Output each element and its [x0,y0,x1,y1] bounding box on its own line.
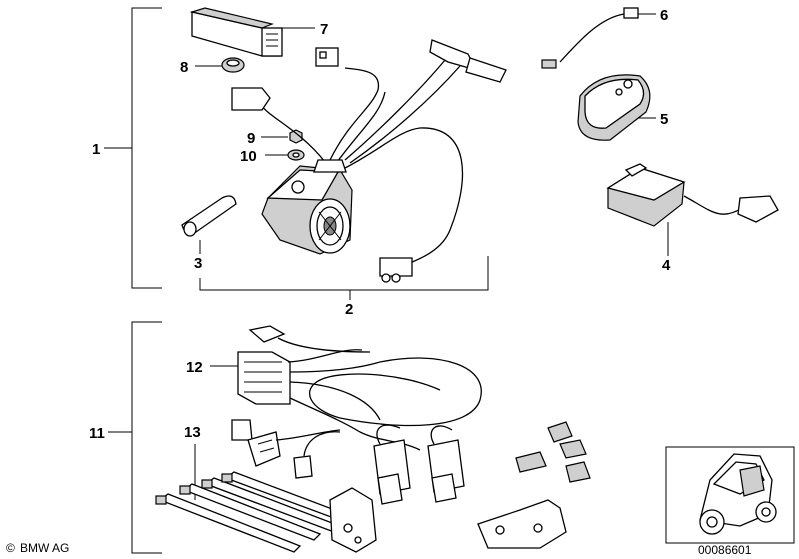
bracket-group-1 [104,7,162,289]
mounting-plate [477,499,567,549]
brand-label: BMW AG [20,541,69,555]
part-7-module [189,7,283,57]
part-2-siren-harness [231,39,507,283]
part-4-sensor [606,163,779,227]
bracket-group-2 [199,256,489,300]
label-9: 9 [247,130,255,147]
scooter-inset [665,446,795,544]
label-10: 10 [240,148,257,165]
diagram-number: 00086601 [698,543,752,557]
label-13: 13 [184,424,201,441]
label-1: 1 [92,141,100,158]
label-7: 7 [320,21,328,38]
part-13-cable-ties [155,471,358,553]
part-10-washer [287,149,305,161]
label-5: 5 [660,111,668,128]
part-9-nut [289,129,303,144]
adhesive-pads [515,421,591,483]
part-12-harness [231,325,482,505]
part-6-antenna [541,7,639,69]
part-5-remote [577,74,651,141]
label-12: 12 [186,359,203,376]
part-8-grommet [221,57,245,73]
label-2: 2 [345,301,353,318]
label-11: 11 [89,425,105,442]
label-6: 6 [660,7,668,24]
part-3-sleeve [181,195,237,237]
bracket-group-11 [108,321,162,554]
label-4: 4 [662,257,671,274]
mounting-bracket [329,487,377,553]
copyright-symbol: © [6,541,15,555]
label-3: 3 [194,255,202,272]
label-8: 8 [180,59,188,76]
